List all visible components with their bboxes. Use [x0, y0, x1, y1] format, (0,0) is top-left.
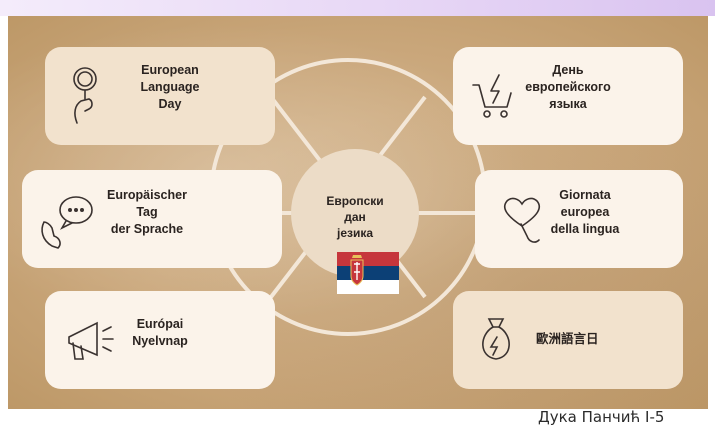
center-label: Европски дан језика: [326, 194, 384, 240]
speech-bubble-icon: [41, 196, 93, 249]
card-label: Europäischer Tag der Sprache: [107, 188, 187, 236]
author-caption: Дука Панчић I-5: [538, 408, 665, 426]
card-label: Európai Nyelvnap: [132, 317, 188, 348]
card-den-evropeyskogo-yazyka: День европейского языка: [453, 47, 683, 145]
card-label: День европейского языка: [525, 63, 611, 111]
card-ouzhou-yuyan-ri: 歐洲語言日: [453, 291, 683, 389]
serbian-flag: [337, 252, 399, 294]
heart-hand-icon: [503, 197, 541, 243]
slide: European Language Day Europäischer Tag d…: [8, 16, 708, 409]
left-edge: [0, 16, 8, 423]
card-europaischer-tag-der-sprache: Europäischer Tag der Sprache: [22, 170, 282, 268]
magnifier-hand-icon: [73, 67, 97, 124]
card-label: 歐洲語言日: [536, 332, 599, 346]
card-giornata-europea-della-lingua: Giornata europea della lingua: [475, 170, 683, 268]
money-bag-icon: [482, 318, 510, 360]
shopping-cart-icon: [472, 74, 512, 118]
card-european-language-day: European Language Day: [45, 47, 275, 145]
card-label: Giornata europea della lingua: [550, 188, 620, 236]
card-label: European Language Day: [140, 63, 200, 111]
card-europai-nyelvnap: Európai Nyelvnap: [45, 291, 275, 389]
megaphone-icon: [68, 321, 114, 360]
top-bar: [0, 0, 715, 16]
